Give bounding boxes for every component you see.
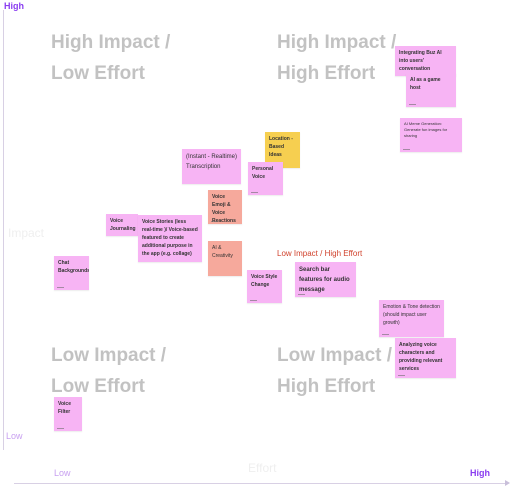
sticky-note-voice-stories[interactable]: Voice Stories (less real-time )/ Voice-b… xyxy=(138,215,202,262)
sticky-note-text: Chat Backgrounds xyxy=(58,260,89,274)
sticky-note-voice-emoji[interactable]: Voice Emoji & Voice Reactions xyxy=(208,190,242,224)
x-axis-title: Effort xyxy=(248,461,277,475)
sticky-note-ai-creativity[interactable]: AI & Creativity xyxy=(208,241,242,276)
y-axis-low-label: Low xyxy=(6,431,23,441)
y-axis-title: Impact xyxy=(8,226,45,240)
sticky-note-text: Voice Filter xyxy=(58,401,71,415)
sticky-note-text: Voice Journaling xyxy=(110,218,136,232)
sticky-note-voice-filter[interactable]: Voice Filter xyxy=(54,397,82,431)
sticky-note-emotion-tone-detection[interactable]: Emotion & Tone detection (should impact … xyxy=(379,300,444,337)
sticky-note-voice-style-change[interactable]: Voice Style Change xyxy=(247,270,282,303)
sticky-note-text: Voice Style Change xyxy=(251,274,278,288)
y-axis-line xyxy=(3,10,4,450)
sticky-note-voice-journaling[interactable]: Voice Journaling xyxy=(106,214,138,236)
sticky-note-text: Emotion & Tone detection (should impact … xyxy=(383,304,440,326)
sticky-note-search-bar[interactable]: Search bar features for audio message xyxy=(295,262,356,297)
quadrant-high-impact-high-effort: High Impact / High Effort xyxy=(277,32,397,84)
y-axis-high-label: High xyxy=(4,1,24,11)
quadrant-low-impact-high-effort: Low Impact / High Effort xyxy=(277,345,393,397)
sticky-note-text: Voice Stories (less real-time )/ Voice-b… xyxy=(142,219,198,257)
quadrant-high-impact-low-effort: High Impact / Low Effort xyxy=(51,32,171,84)
x-axis-low-label: Low xyxy=(54,468,71,478)
sticky-note-text: Analyzing voice characters and providing… xyxy=(399,342,443,372)
sticky-note-integrating-buz-ai[interactable]: Integrating Buz AI into users' conversat… xyxy=(395,46,456,76)
sticky-note-text: Voice Emoji & Voice Reactions xyxy=(212,194,236,224)
sticky-note-text: AI & Creativity xyxy=(212,245,233,259)
low-impact-high-effort-section-label: Low Impact / High Effort xyxy=(277,249,363,258)
sticky-note-text: Search bar features for audio message xyxy=(299,267,350,293)
sticky-note-instant-transcription[interactable]: (Instant - Realtime) Transcription xyxy=(182,149,241,184)
sticky-note-ai-game-host[interactable]: AI as a game host xyxy=(406,73,456,107)
quadrant-low-impact-low-effort: Low Impact / Low Effort xyxy=(51,345,167,397)
sticky-note-text: Location - Based Ideas xyxy=(269,136,293,158)
sticky-note-text: Integrating Buz AI into users' conversat… xyxy=(399,50,442,72)
sticky-note-analyzing-voice[interactable]: Analyzing voice characters and providing… xyxy=(395,338,456,378)
sticky-note-text: Personal Voice xyxy=(252,166,274,180)
x-axis-high-label: High xyxy=(470,468,490,478)
x-axis-arrow-icon xyxy=(505,480,510,486)
sticky-note-ai-meme-generation[interactable]: AI Meme Generation: Generate fun images … xyxy=(400,118,462,152)
sticky-note-chat-backgrounds[interactable]: Chat Backgrounds xyxy=(54,256,89,290)
sticky-note-text: AI as a game host xyxy=(410,77,441,91)
sticky-note-text: AI Meme Generation: Generate fun images … xyxy=(404,121,448,138)
sticky-note-text: (Instant - Realtime) Transcription xyxy=(186,154,238,170)
sticky-note-personal-voice[interactable]: Personal Voice xyxy=(248,162,283,195)
